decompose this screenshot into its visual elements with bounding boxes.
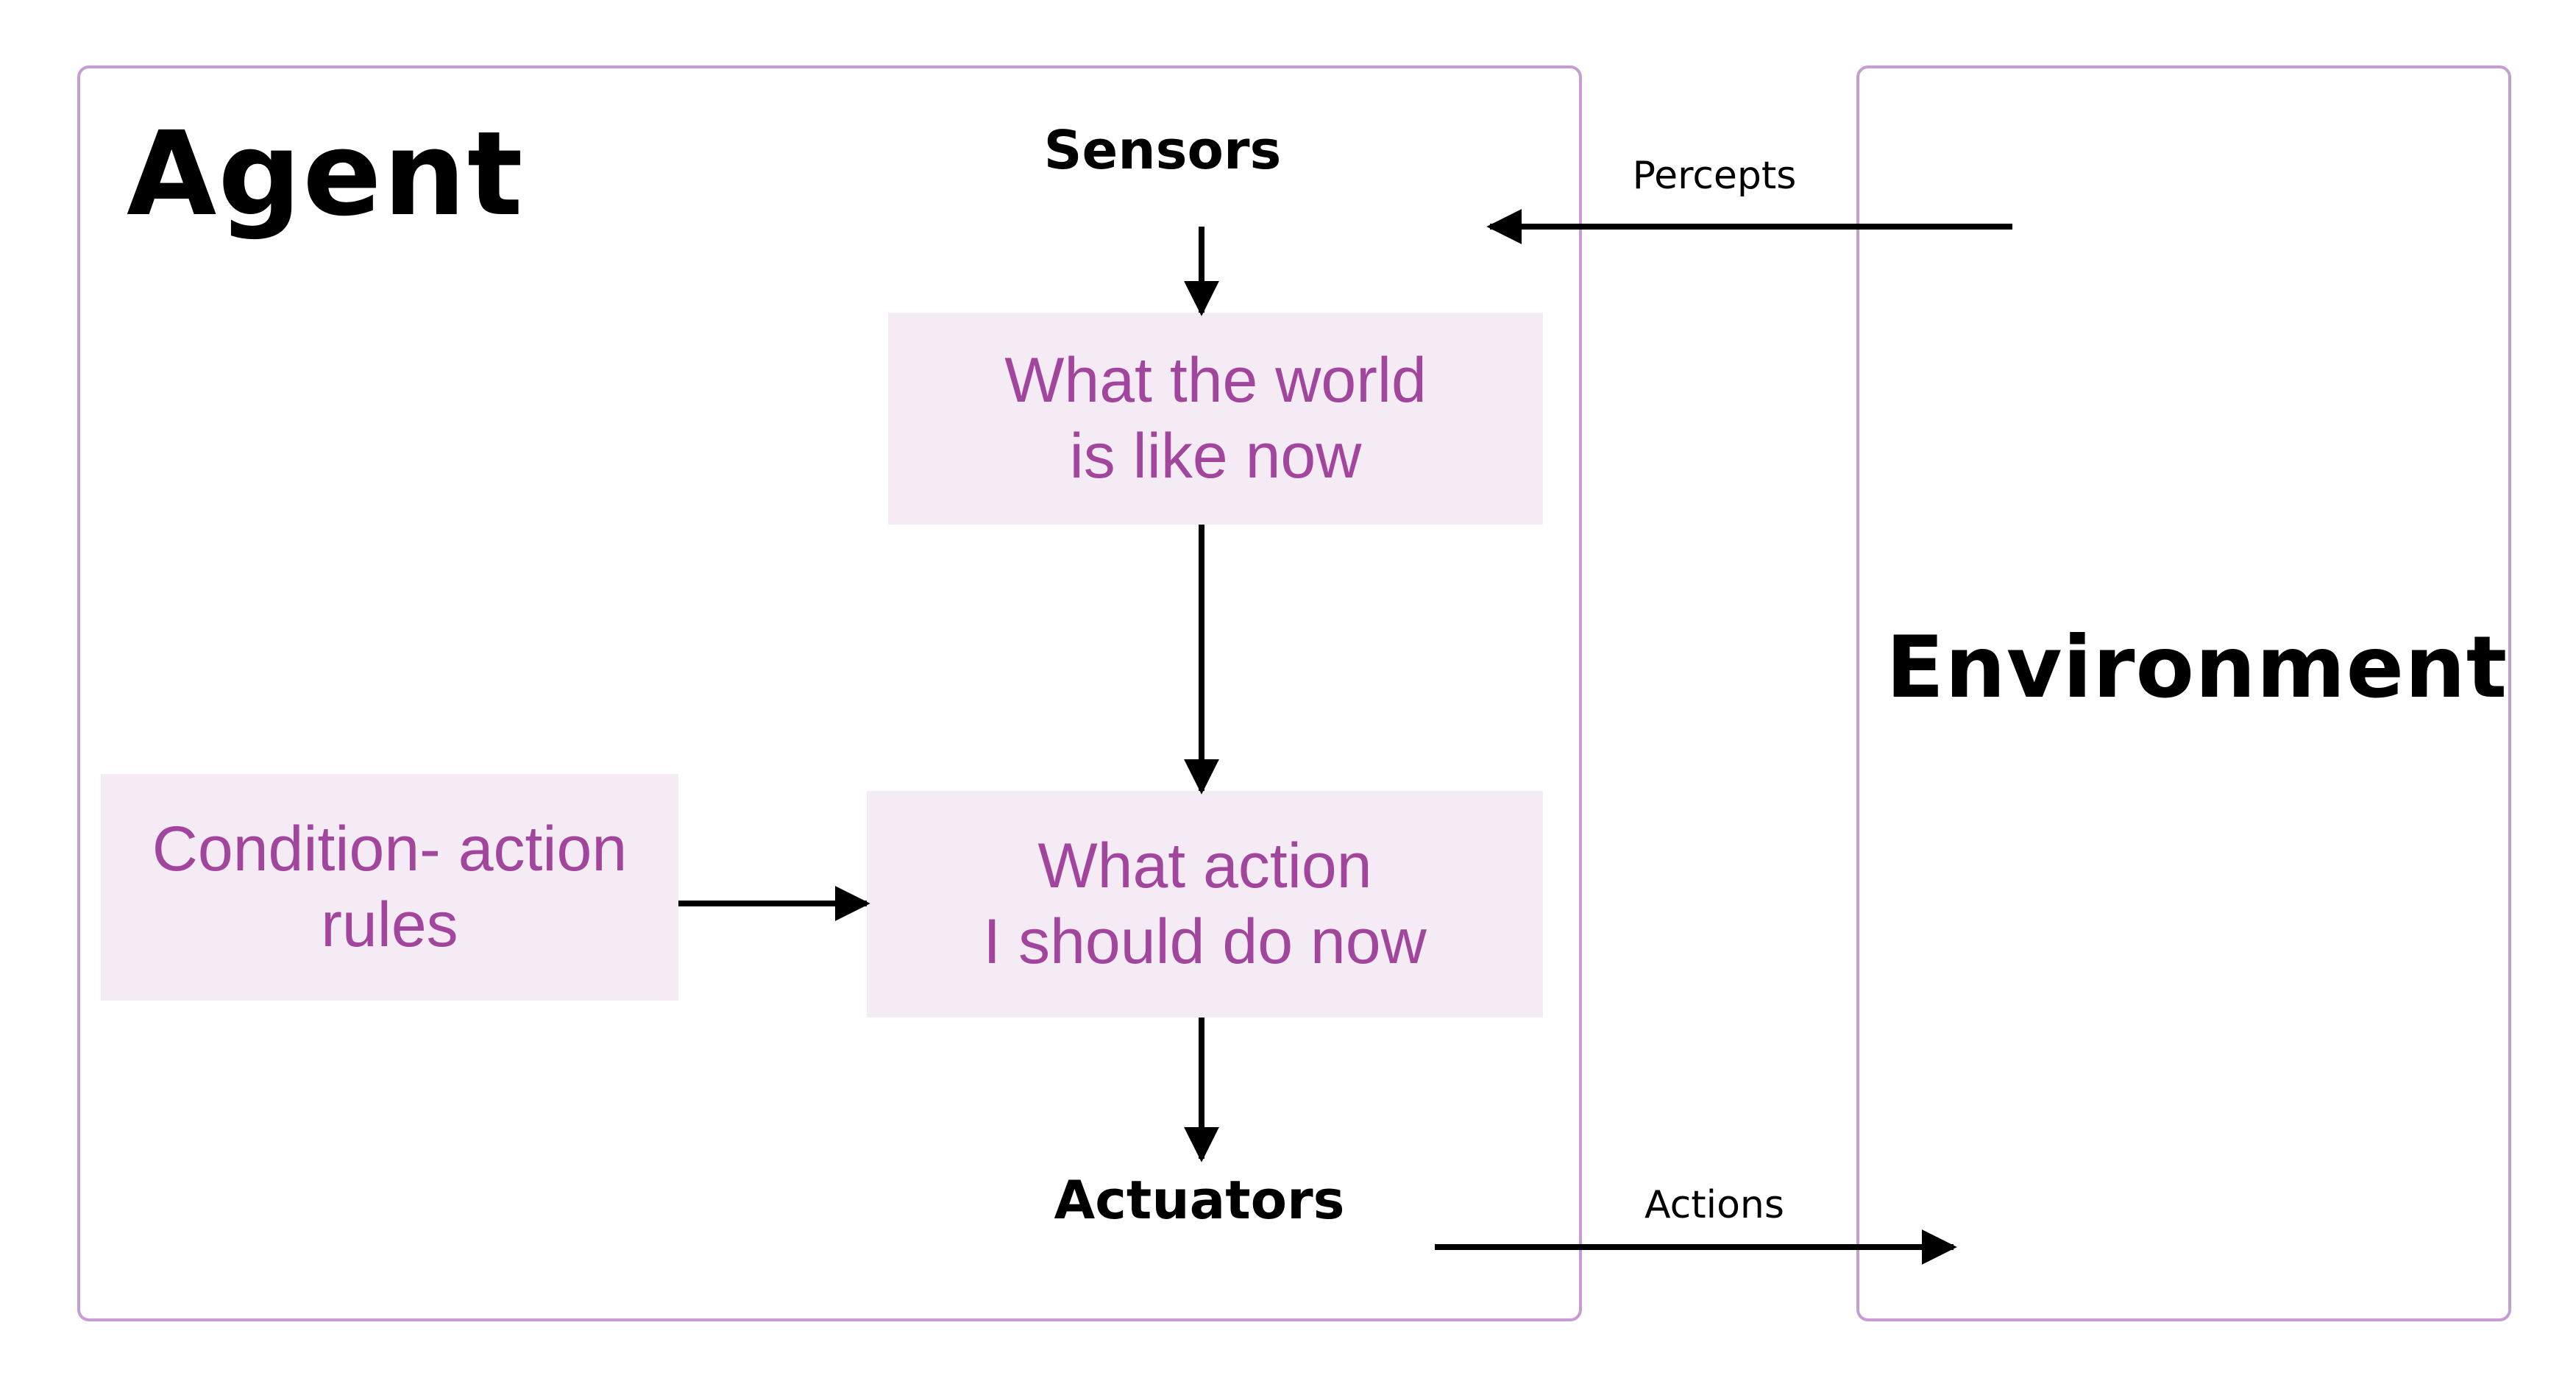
environment-frame bbox=[1856, 65, 2511, 1321]
agent-frame bbox=[77, 65, 1582, 1321]
sensors-label: Sensors bbox=[1043, 119, 1282, 181]
agent-title: Agent bbox=[127, 107, 525, 242]
environment-title: Environment bbox=[1886, 618, 2508, 717]
action-selection-text: What action I should do now bbox=[983, 830, 1427, 977]
actuators-label: Actuators bbox=[1054, 1169, 1345, 1231]
condition-action-rules-text: Condition- action rules bbox=[152, 813, 628, 960]
condition-action-rules-box: Condition- action rules bbox=[101, 774, 678, 1001]
actions-label: Actions bbox=[1644, 1183, 1784, 1227]
world-state-text: What the world is like now bbox=[1004, 344, 1427, 491]
action-selection-box: What action I should do now bbox=[867, 791, 1543, 1018]
percepts-label: Percepts bbox=[1632, 154, 1797, 198]
world-state-box: What the world is like now bbox=[888, 313, 1543, 525]
